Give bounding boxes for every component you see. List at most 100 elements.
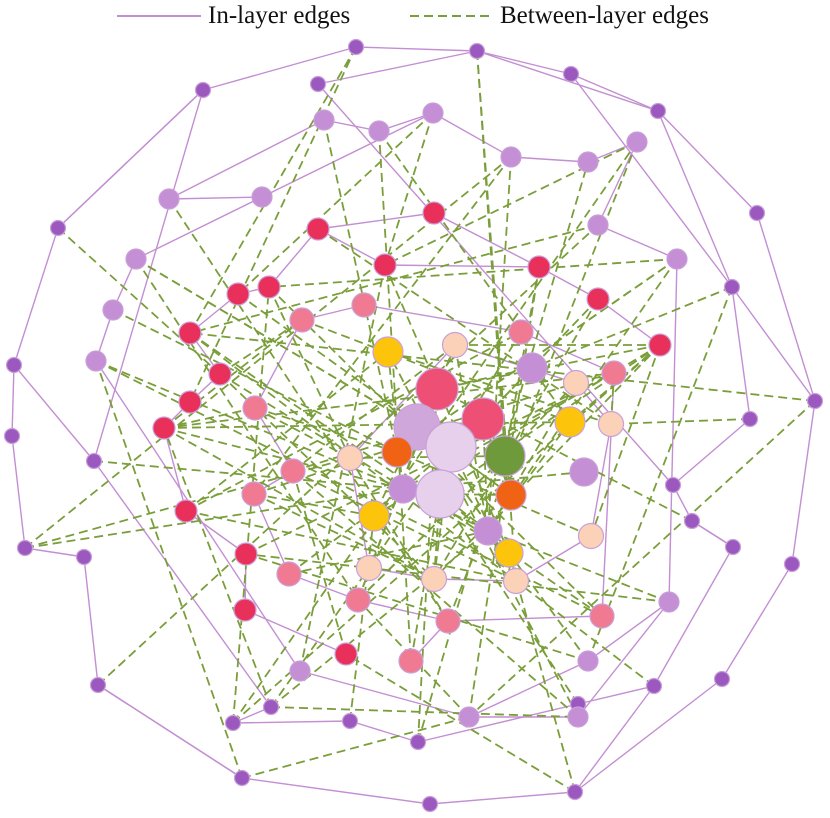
between-layer-edge: [610, 418, 751, 425]
core-node: [415, 469, 465, 519]
pink-node: [508, 319, 534, 345]
outer-node: [783, 555, 801, 573]
legend-label-between-layer: Between-layer edges: [500, 2, 709, 29]
core-node: [388, 474, 418, 504]
outer-node: [262, 698, 280, 716]
lilac-node: [500, 146, 522, 168]
between-layer-edge: [245, 372, 615, 555]
lilac-node: [587, 214, 609, 236]
lilac-node: [368, 120, 390, 142]
peach-node: [355, 554, 383, 582]
in-layer-edge: [97, 684, 243, 779]
outer-node: [233, 769, 251, 787]
pink-node: [435, 608, 461, 634]
core-node: [484, 435, 526, 477]
outer-node: [724, 538, 742, 556]
peach-node: [441, 331, 469, 359]
in-layer-edge: [253, 493, 290, 575]
between-layer-edge: [384, 264, 510, 554]
in-layer-edge: [13, 227, 59, 366]
core-node: [494, 538, 524, 568]
between-layer-edge: [439, 493, 579, 705]
lilac-node: [85, 350, 107, 372]
in-layer-edge: [756, 212, 816, 402]
in-layer-edge: [570, 73, 659, 112]
between-layer-edge: [487, 421, 571, 532]
lilac-node: [251, 186, 273, 208]
between-layer-edge: [468, 400, 816, 718]
core-node: [554, 406, 586, 438]
lilac-node: [577, 151, 599, 173]
between-layer-edge: [433, 344, 661, 580]
between-layer-edge: [253, 493, 435, 580]
between-layer-edge: [357, 599, 470, 718]
core-node: [516, 352, 548, 384]
pink-node: [242, 395, 268, 421]
between-layer-edge: [590, 344, 661, 537]
in-layer-edge: [317, 50, 478, 85]
lilac-node: [422, 102, 444, 124]
in-layer-edge: [570, 73, 733, 288]
in-layer-edge: [731, 286, 751, 420]
outer-node: [5, 356, 23, 374]
red-node: [178, 390, 202, 414]
core-node: [569, 457, 599, 487]
between-layer-edge: [163, 427, 272, 708]
red-node: [373, 253, 397, 277]
between-layer-edge: [93, 460, 404, 490]
in-layer-edge: [24, 547, 85, 558]
between-layer-edge: [245, 553, 670, 603]
lilac-node: [458, 706, 480, 728]
between-layer-edge: [292, 470, 579, 718]
outer-node: [409, 733, 427, 751]
outer-node: [194, 81, 212, 99]
in-layer-edge: [349, 720, 419, 743]
in-layer-edge: [363, 304, 522, 333]
in-layer-edge: [417, 703, 579, 743]
between-layer-edge: [270, 706, 579, 718]
in-layer-edge: [202, 46, 357, 91]
red-node: [586, 287, 610, 311]
outer-node: [806, 392, 824, 410]
peach-node: [577, 522, 605, 550]
between-layer-edge: [268, 258, 678, 288]
between-layer-edge: [531, 286, 733, 369]
in-layer-edge: [432, 112, 512, 158]
in-layer-edge: [232, 720, 351, 724]
lilac-node: [289, 660, 311, 682]
outer-node: [421, 795, 439, 813]
between-layer-edge: [587, 286, 733, 662]
pink-node: [276, 561, 302, 587]
between-layer-edge: [268, 286, 603, 617]
between-layer-edge: [237, 112, 434, 295]
in-layer-edge: [168, 196, 263, 200]
outer-node: [3, 427, 21, 445]
between-layer-edge: [378, 130, 412, 662]
peach-node: [336, 444, 364, 472]
between-layer-edge: [384, 112, 434, 266]
outer-node: [49, 219, 67, 237]
in-layer-edge: [574, 685, 655, 793]
outer-node: [224, 714, 242, 732]
lilac-node: [577, 650, 599, 672]
between-layer-edge: [253, 493, 375, 517]
in-layer-edge: [299, 670, 470, 718]
between-layer-edge: [232, 344, 661, 724]
legend-label-in-layer: In-layer edges: [208, 2, 351, 29]
outer-node: [309, 75, 327, 93]
pink-node: [351, 292, 377, 318]
legend-item-in-layer: In-layer edges: [117, 2, 350, 30]
outer-node: [16, 539, 34, 557]
pink-node: [280, 458, 306, 484]
outer-node: [347, 38, 365, 56]
legend-item-between-layer: Between-layer edges: [410, 2, 709, 30]
in-layer-edge: [515, 535, 592, 582]
in-layer-edge: [668, 258, 678, 603]
outer-node: [566, 783, 584, 801]
outer-node: [468, 42, 486, 60]
between-layer-edge: [57, 227, 221, 375]
pink-node: [601, 360, 627, 386]
in-layer-edge: [317, 212, 435, 230]
outer-node: [683, 512, 701, 530]
between-layer-edge: [219, 319, 303, 375]
